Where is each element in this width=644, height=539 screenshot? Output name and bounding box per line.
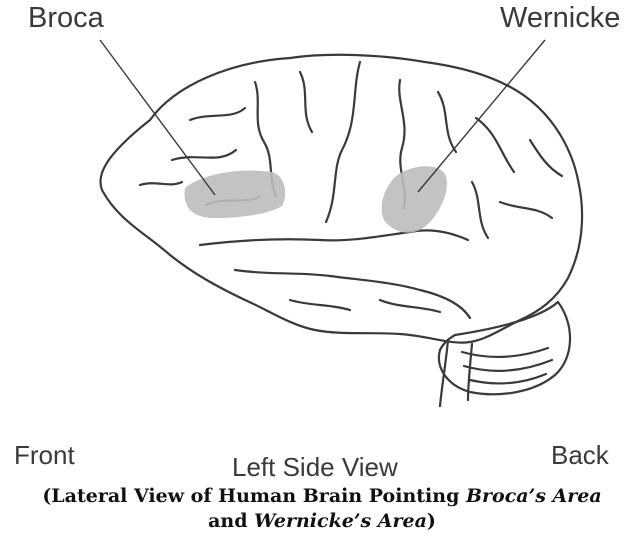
cerebellum-outline [439,302,570,394]
wernicke-label: Wernicke [500,2,620,35]
brainstem-outline [440,340,472,406]
back-label: Back [551,440,609,471]
caption-text-3: ) [427,510,436,532]
front-label: Front [14,440,75,471]
caption-text-1: (Lateral View of Human Brain Pointing [42,485,466,507]
brain-lateral-view-diagram [0,0,644,450]
caption-broca-area: Broca’s Area [466,485,602,507]
left-side-view-label: Left Side View [232,452,398,483]
figure-caption: (Lateral View of Human Brain Pointing Br… [0,484,644,534]
caption-text-2: and [208,510,254,532]
broca-label: Broca [28,2,104,35]
cerebrum-outline [100,55,582,343]
central-sulcus [326,62,360,222]
lateral-fissure [200,230,468,245]
wernicke-area-highlight [382,166,447,232]
caption-wernicke-area: Wernicke’s Area [254,510,427,532]
broca-area-highlight [185,171,286,218]
